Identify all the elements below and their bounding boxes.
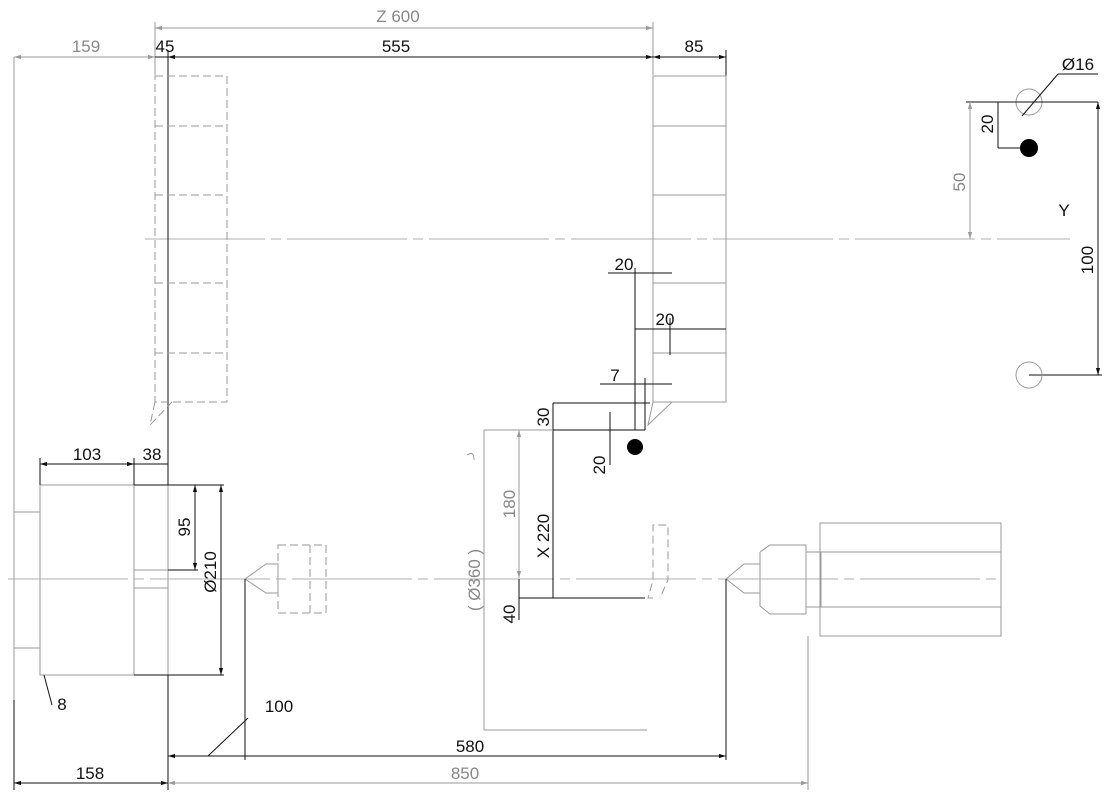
dim-95-label: 95 [175, 518, 194, 537]
dim-45-label: 45 [156, 37, 175, 56]
y-axis-label: Y [1058, 201, 1069, 220]
dim-360-label: ( Ø360 ) [465, 549, 484, 611]
dim-210-label: Ø210 [201, 551, 220, 593]
tailstock [725, 522, 1002, 637]
x-20-label: 20 [590, 456, 609, 475]
x-30-label: 30 [534, 408, 553, 427]
dim-40-label: 40 [500, 605, 519, 624]
tool-tip-point [627, 439, 643, 455]
dim-7-label: 7 [610, 366, 619, 385]
dim-158-label: 158 [76, 764, 104, 783]
x-220-label: X 220 [534, 514, 553, 558]
tool-circle-bottom [1015, 361, 1043, 389]
dim-580-label: 580 [456, 737, 484, 756]
dim-8-leader [43, 674, 53, 706]
dim-100-leader [207, 717, 249, 757]
dim-8-label: 8 [57, 695, 66, 714]
y-20-label: 20 [978, 115, 997, 134]
phi16-leader [1021, 73, 1059, 117]
dim-850-label: 850 [451, 764, 479, 783]
lower-tool [647, 524, 669, 599]
dim-103-label: 103 [73, 445, 101, 464]
left-turret [149, 75, 228, 427]
dim-85-label: 85 [685, 37, 704, 56]
left-center [244, 544, 327, 614]
dim-100-label: 100 [265, 697, 293, 716]
dim-555-label: 555 [382, 37, 410, 56]
dim-159-label: 159 [72, 37, 100, 56]
dim-20b-label: 20 [656, 310, 675, 329]
right-turret [647, 75, 727, 427]
dim-20a-label: 20 [615, 255, 634, 274]
y-50-label: 50 [950, 173, 969, 192]
z-600-label: Z 600 [376, 7, 419, 26]
dim-180-label: 180 [500, 490, 519, 518]
phi16-label: Ø16 [1062, 55, 1094, 74]
dim-360-paren-top [466, 452, 475, 461]
tool-center-point [1020, 139, 1038, 157]
dim-38-label: 38 [143, 445, 162, 464]
y-100-label: 100 [1078, 246, 1097, 274]
chuck [13, 484, 169, 676]
